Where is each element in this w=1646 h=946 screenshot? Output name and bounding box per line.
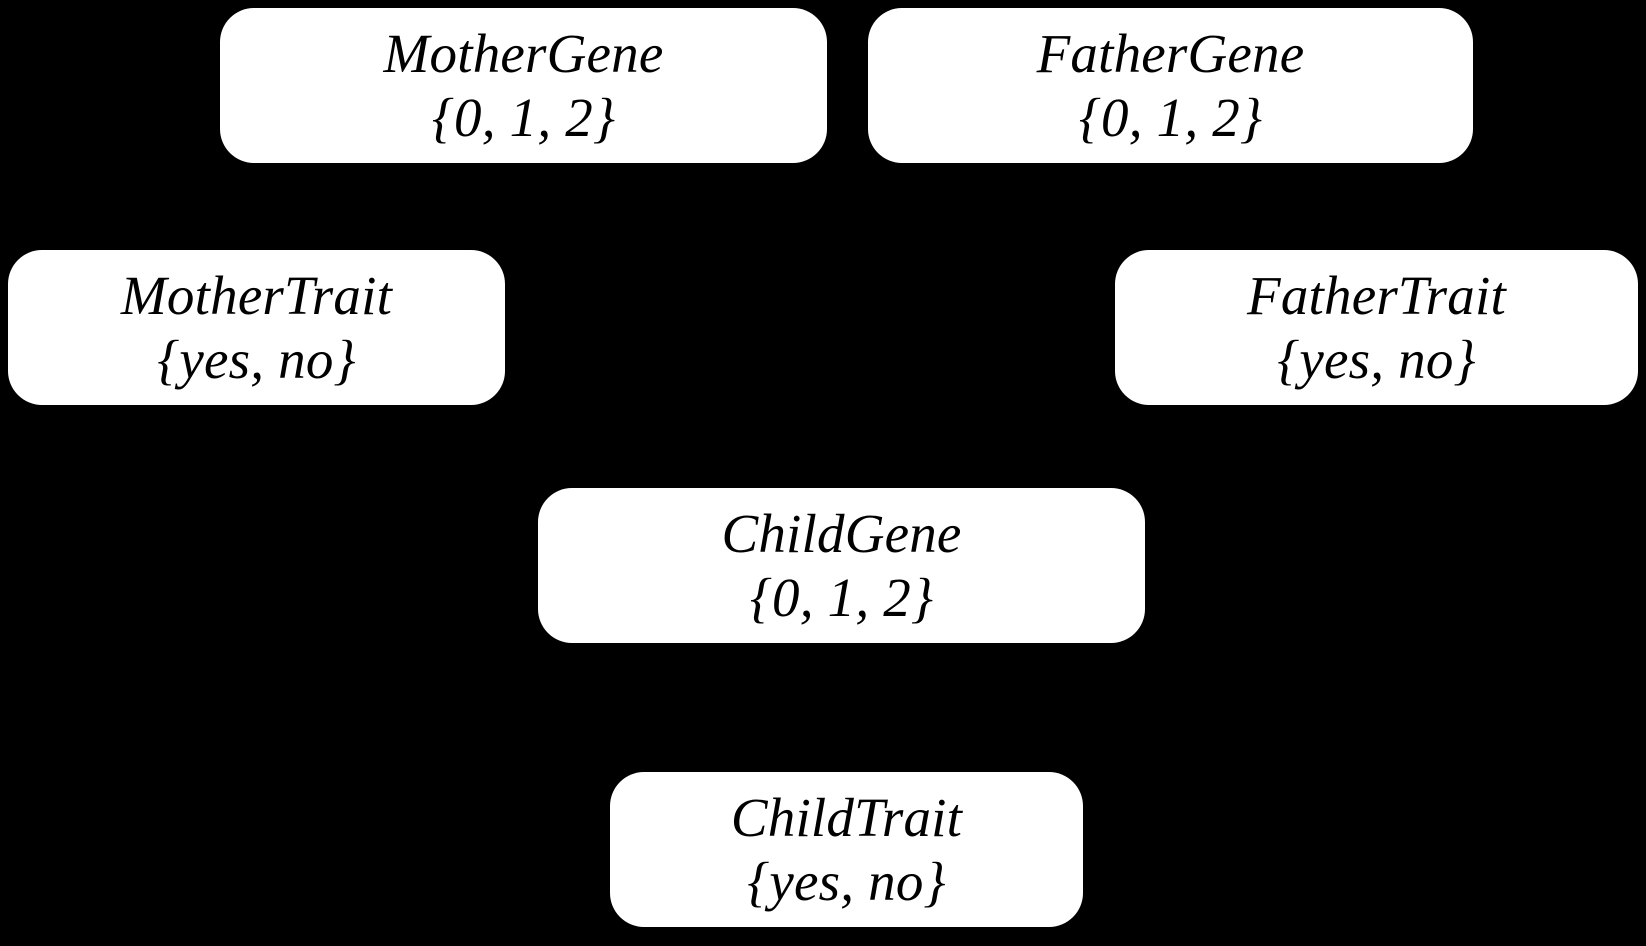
node-father-trait-title: FatherTrait: [1247, 264, 1506, 326]
node-child-trait-title: ChildTrait: [730, 786, 963, 848]
node-mother-trait-domain: {yes, no}: [157, 328, 356, 390]
node-child-gene-domain: {0, 1, 2}: [749, 566, 934, 628]
node-father-trait-domain: {yes, no}: [1277, 328, 1476, 390]
node-mother-gene-title: MotherGene: [383, 22, 664, 84]
node-mother-trait-title: MotherTrait: [120, 264, 393, 326]
node-father-gene-domain: {0, 1, 2}: [1078, 86, 1263, 148]
node-child-trait[interactable]: ChildTrait {yes, no}: [610, 772, 1083, 927]
node-father-gene-title: FatherGene: [1036, 22, 1305, 84]
node-child-gene-title: ChildGene: [721, 502, 962, 564]
node-mother-gene[interactable]: MotherGene {0, 1, 2}: [220, 8, 827, 163]
node-child-trait-domain: {yes, no}: [747, 850, 946, 912]
node-father-trait[interactable]: FatherTrait {yes, no}: [1115, 250, 1638, 405]
node-mother-gene-domain: {0, 1, 2}: [431, 86, 616, 148]
node-child-gene[interactable]: ChildGene {0, 1, 2}: [538, 488, 1145, 643]
node-father-gene[interactable]: FatherGene {0, 1, 2}: [868, 8, 1473, 163]
node-mother-trait[interactable]: MotherTrait {yes, no}: [8, 250, 505, 405]
